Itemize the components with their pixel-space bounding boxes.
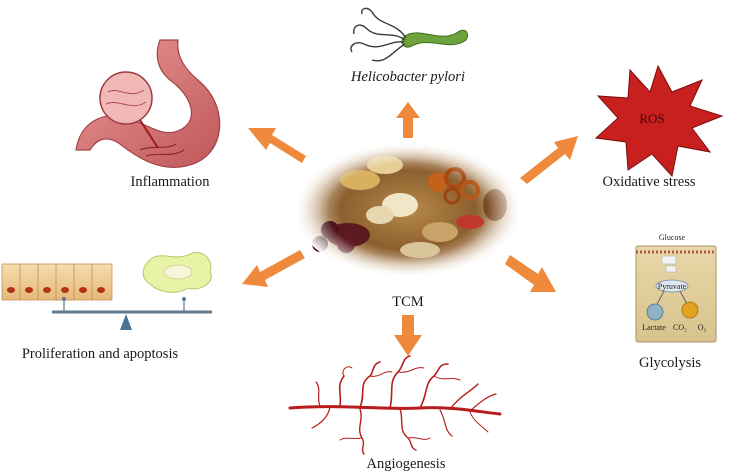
ros-burst-icon (594, 64, 724, 178)
lactate-label: Lactate (642, 323, 666, 332)
pyruvate-label: Pyruvate (658, 282, 687, 291)
oxidative-stress-label: Oxidative stress (602, 174, 696, 190)
glycolysis-label: Glycolysis (638, 355, 702, 371)
arrow-to-proliferation (242, 250, 305, 287)
arrow-to-glycolysis (505, 255, 556, 292)
arrow-to-inflammation (248, 128, 306, 163)
balance-scale-icon (52, 297, 212, 330)
stomach-icon (75, 39, 221, 168)
apoptotic-cell-icon (142, 252, 212, 293)
proliferation-label: Proliferation and apoptosis (21, 346, 179, 362)
arrow-to-oxidative-stress (520, 136, 578, 184)
tcm-label: TCM (392, 294, 424, 310)
ros-label: ROS (639, 111, 664, 126)
arrow-to-helicobacter (396, 102, 420, 138)
arrow-to-angiogenesis (394, 315, 422, 356)
o2-label: O₂ (698, 323, 707, 332)
helicobacter-label: Helicobacter pylori (351, 69, 465, 85)
helicobacter-bacterium-icon (350, 7, 469, 62)
glucose-label: Glucose (659, 233, 686, 242)
tcm-herbs-image (295, 143, 521, 277)
inflammation-label: Inflammation (130, 174, 210, 190)
co2-label: CO₂ (673, 323, 687, 332)
angiogenesis-label: Angiogenesis (366, 456, 446, 472)
cell-layer-icon (1, 263, 113, 301)
glycolysis-cell-icon (635, 245, 717, 343)
blood-vessel-icon (288, 355, 502, 455)
